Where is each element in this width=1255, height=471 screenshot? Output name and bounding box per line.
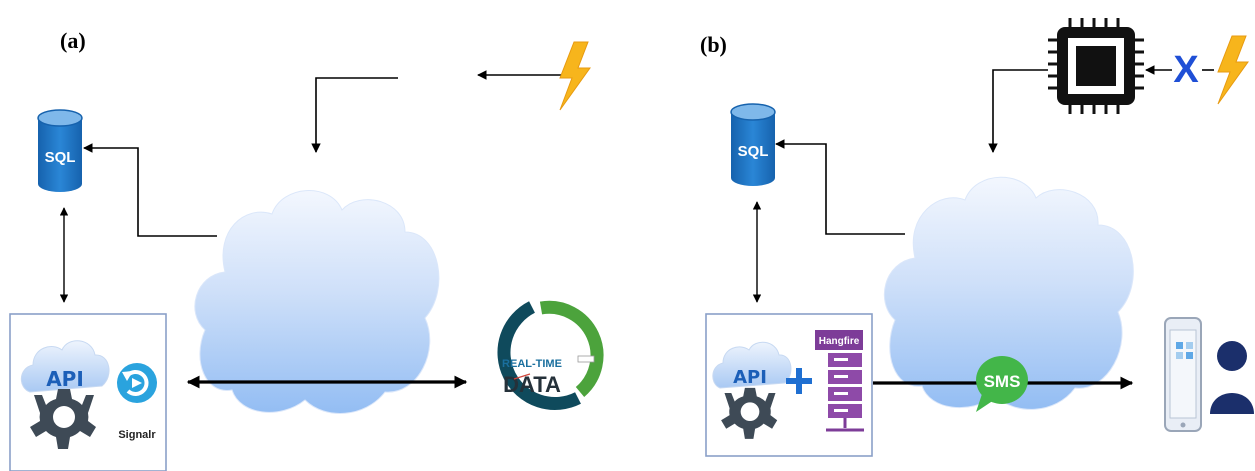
person-icon xyxy=(1210,341,1254,414)
database-icon: SQL xyxy=(37,109,83,192)
hangfire-label: Hangfire xyxy=(819,336,860,347)
realtime-data-icon: REAL-TIME DATA xyxy=(497,300,604,410)
lightning-icon xyxy=(559,41,591,111)
gear-icon xyxy=(30,389,96,449)
signalr-icon: Signalr xyxy=(117,363,157,441)
api-label: API xyxy=(46,367,84,391)
hangfire-server-icon: Hangfire xyxy=(815,330,864,432)
api-cloud-icon: API xyxy=(712,341,792,389)
cloud-to-sql-arrow-b xyxy=(775,139,905,235)
panel-b: (b) X SQL xyxy=(700,18,1254,457)
gear-icon xyxy=(721,387,778,439)
panel-a: (a) SQL API xyxy=(9,28,604,471)
panel-a-label: (a) xyxy=(60,28,86,53)
cpu-chip-icon xyxy=(1048,18,1144,114)
realtime-top-label: REAL-TIME xyxy=(502,358,562,370)
smartphone-icon xyxy=(1164,317,1202,432)
cloud-to-sql-arrow xyxy=(83,143,217,237)
sql-label: SQL xyxy=(45,149,76,166)
panel-b-label: (b) xyxy=(700,32,727,57)
cloud-icon xyxy=(194,190,440,414)
realtime-bottom-label: DATA xyxy=(503,372,561,397)
api-label-b: API xyxy=(733,367,767,388)
database-icon: SQL xyxy=(730,103,776,186)
sms-bubble-icon: SMS xyxy=(976,356,1028,412)
signalr-label: Signalr xyxy=(118,429,156,441)
plus-icon xyxy=(786,368,812,394)
sql-label-b: SQL xyxy=(738,143,769,160)
sms-label: SMS xyxy=(984,372,1021,391)
cloud-icon xyxy=(883,176,1134,410)
api-cloud-icon: API xyxy=(20,340,110,393)
chip-to-cloud-arrow xyxy=(988,69,1048,153)
x-icon: X xyxy=(1173,49,1199,91)
top-to-cloud-arrow xyxy=(311,77,398,153)
lightning-icon xyxy=(1217,35,1249,105)
